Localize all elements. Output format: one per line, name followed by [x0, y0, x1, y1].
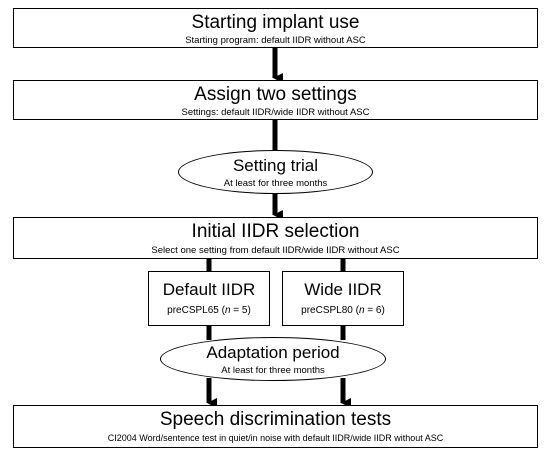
node-title: Speech discrimination tests: [159, 409, 392, 430]
setting-trial-ellipse: Setting trial At least for three months: [178, 150, 373, 194]
program-name: preCSPL80: [301, 305, 353, 316]
node-title: Initial IIDR selection: [191, 221, 360, 242]
node-title: Default IIDR: [162, 280, 256, 299]
node-subtitle: At least for three months: [221, 365, 325, 376]
initial-iidr-selection-box: Initial IIDR selection Select one settin…: [13, 217, 538, 259]
node-title: Setting trial: [232, 156, 319, 175]
node-program: preCSPL80 (n = 6): [301, 305, 385, 316]
n-value: = 6: [364, 305, 382, 316]
n-value: = 5: [230, 305, 248, 316]
speech-discrimination-tests-box: Speech discrimination tests CI2004 Word/…: [13, 405, 538, 448]
node-title: Adaptation period: [206, 343, 340, 362]
assign-two-settings-box: Assign two settings Settings: default II…: [13, 80, 538, 120]
node-title: Wide IIDR: [304, 280, 382, 299]
starting-implant-use-box: Starting implant use Starting program: d…: [13, 8, 538, 48]
node-title: Starting implant use: [191, 12, 360, 33]
node-subtitle: Settings: default IIDR/wide IIDR without…: [181, 107, 370, 118]
n-label: n: [224, 305, 231, 316]
default-iidr-box: Default IIDR preCSPL65 (n = 5): [148, 271, 270, 326]
node-title: Assign two settings: [194, 84, 357, 105]
node-subtitle: Starting program: default IIDR without A…: [185, 35, 366, 46]
n-label: n: [358, 305, 365, 316]
adaptation-period-ellipse: Adaptation period At least for three mon…: [160, 337, 386, 381]
program-name: preCSPL65: [167, 305, 219, 316]
node-subtitle: Select one setting from default IIDR/wid…: [151, 245, 400, 256]
wide-iidr-box: Wide IIDR preCSPL80 (n = 6): [282, 271, 404, 326]
node-program: preCSPL65 (n = 5): [167, 305, 251, 316]
node-subtitle: CI2004 Word/sentence test in quiet/in no…: [107, 433, 444, 443]
node-subtitle: At least for three months: [223, 178, 328, 189]
